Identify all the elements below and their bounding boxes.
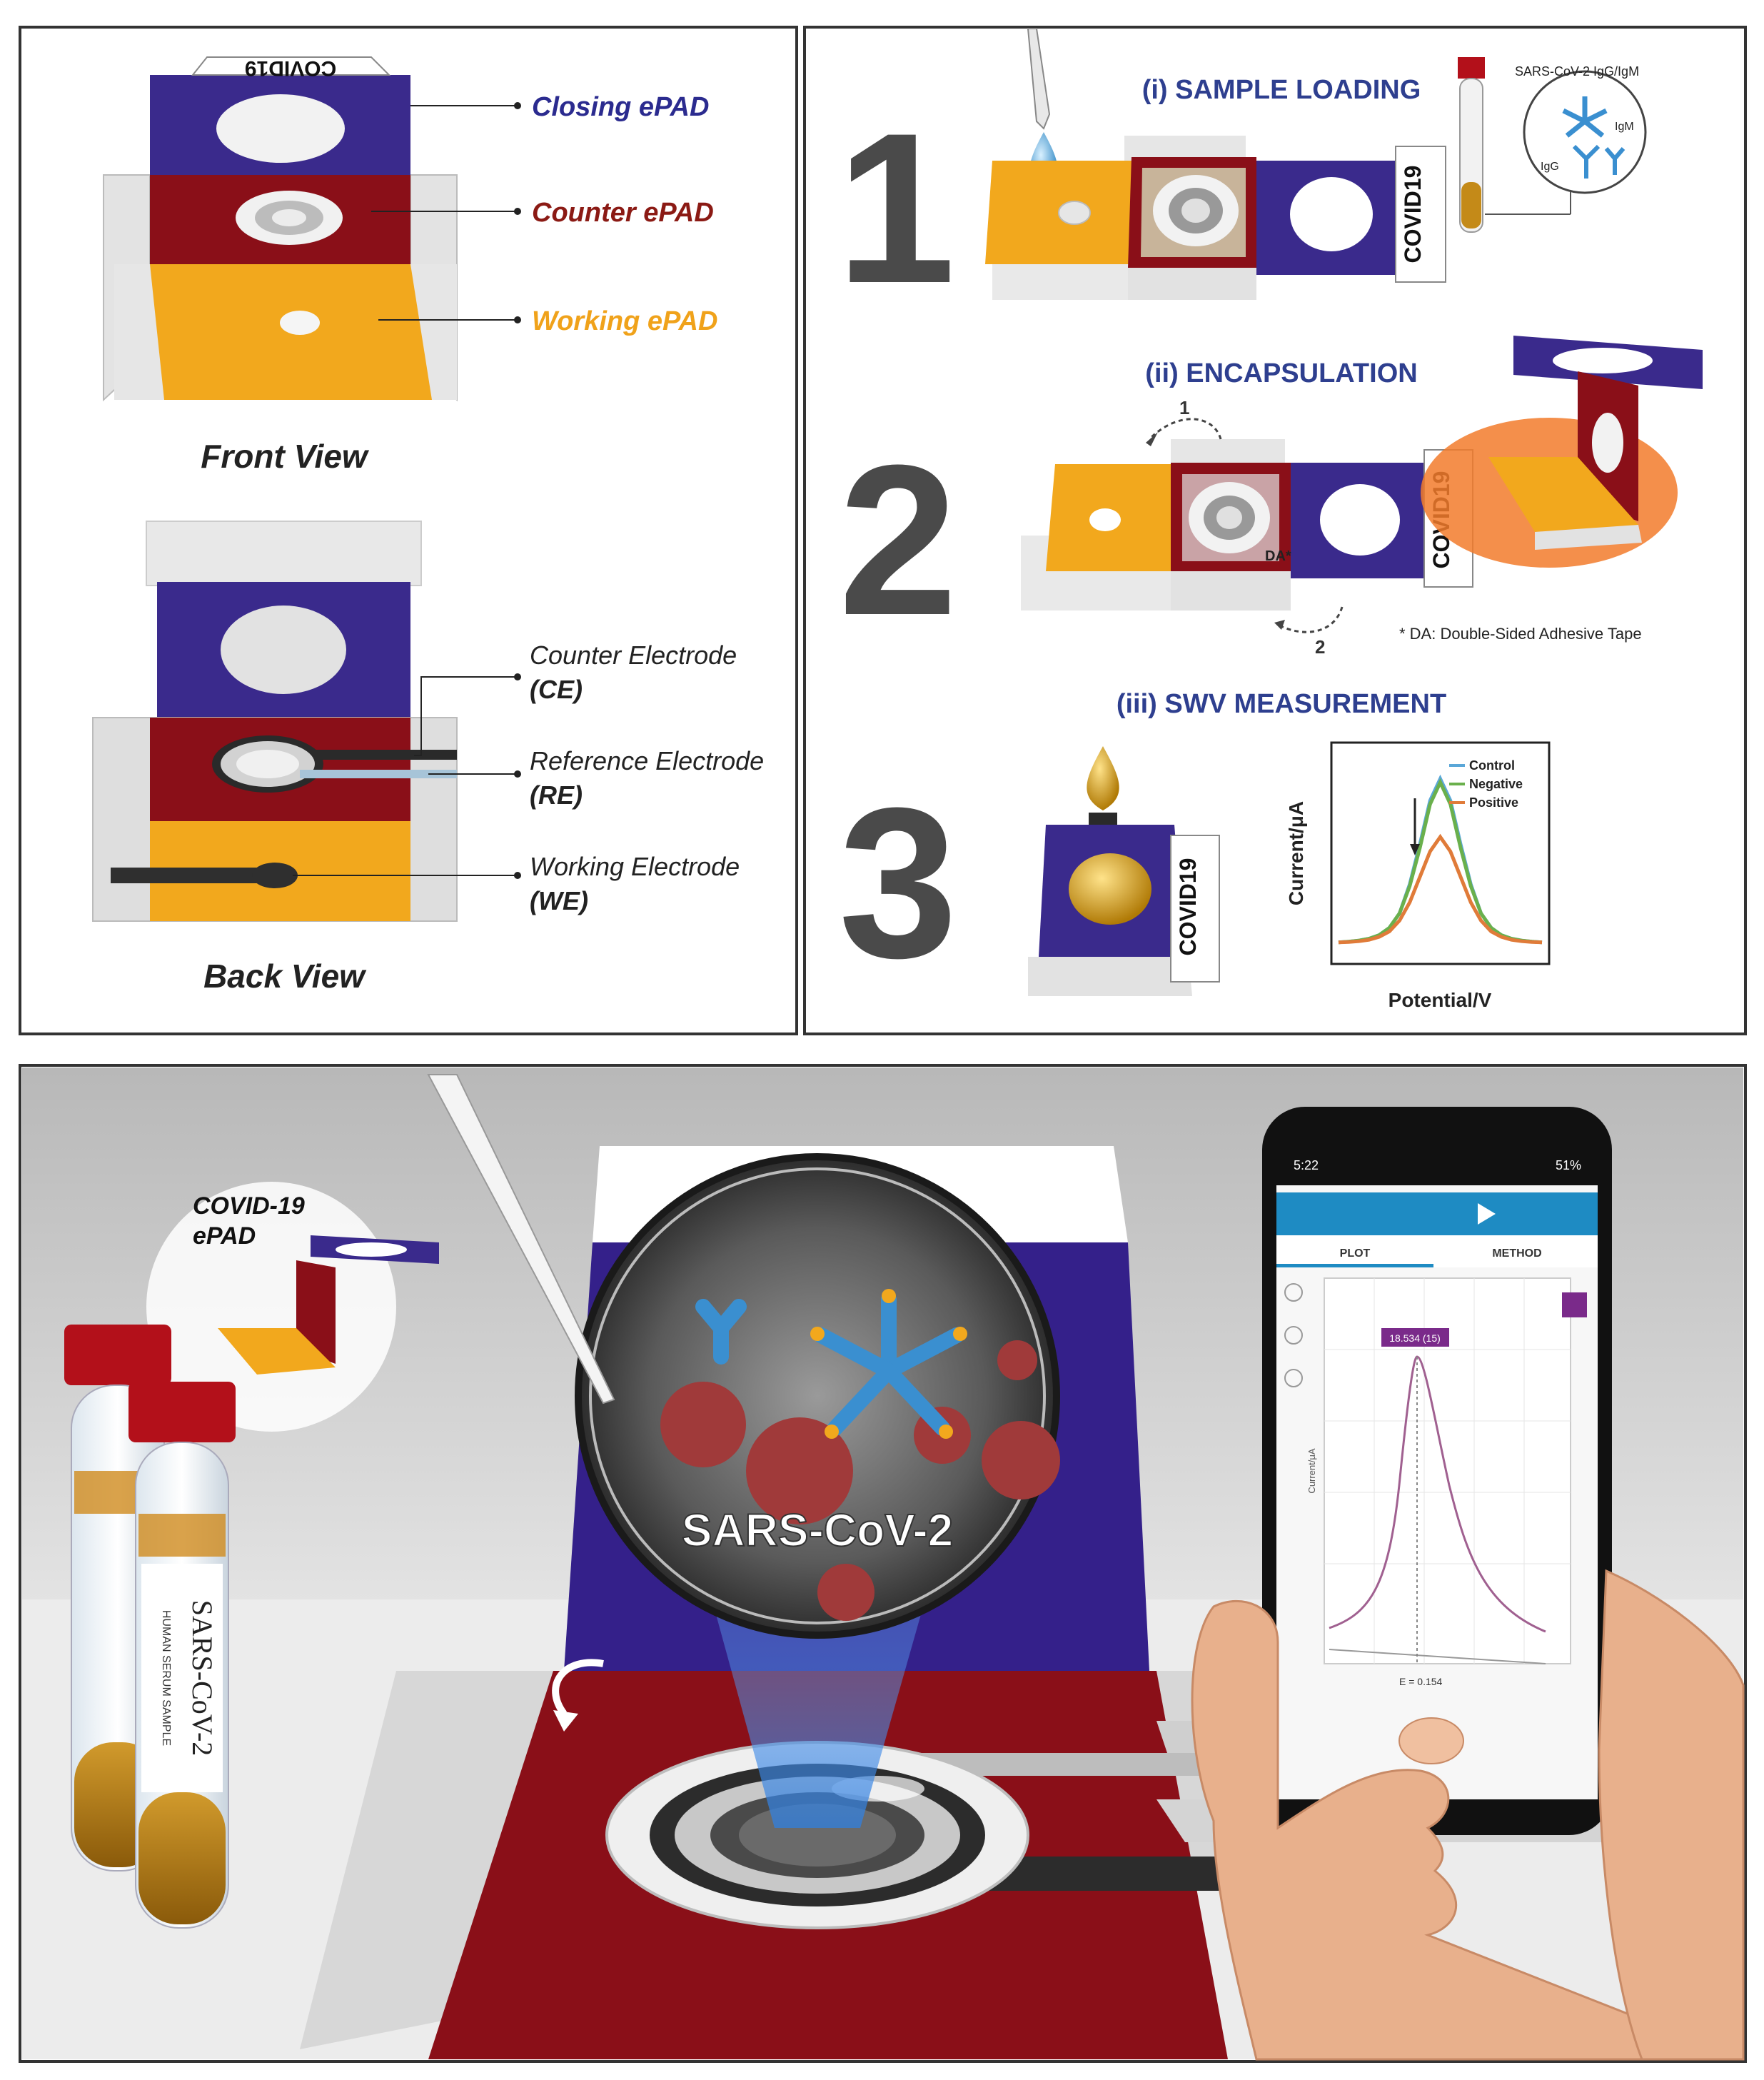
counter-epad-label: Counter ePAD [532, 198, 714, 228]
legend-label-control: Control [1469, 758, 1515, 773]
virus-label: SARS-CoV-2 [682, 1504, 954, 1556]
swv-ylabel: Current/μA [1285, 801, 1307, 905]
back-view-title: Back View [203, 958, 367, 995]
re-label: Reference Electrode [530, 746, 764, 775]
ce-label: Counter Electrode [530, 640, 737, 670]
step1-sample-tube [1458, 57, 1647, 233]
fold-arrow-2-icon [1277, 606, 1344, 633]
step2-epad: COVID19 [1021, 336, 1703, 633]
ce-abbr: (CE) [530, 675, 583, 704]
legend-label-positive: Positive [1469, 795, 1518, 810]
gold-drop-icon [1087, 746, 1119, 810]
we-abbr: (WE) [530, 886, 588, 915]
front-pad-text: COVID19 [245, 56, 336, 80]
series-line-positive [1338, 833, 1543, 945]
swv-xlabel: Potential/V [1388, 989, 1492, 1011]
phone-toolbar [1276, 1192, 1598, 1235]
tab-plot: PLOT [1340, 1247, 1371, 1260]
phone-y-axis-label: Current/μA [1306, 1448, 1317, 1493]
tab-plot-indicator [1276, 1264, 1433, 1267]
step1-epad: COVID19 [985, 28, 1446, 300]
da-label: DA* [1265, 548, 1291, 564]
panel-steps [803, 26, 1747, 1035]
step3-pad-text: COVID19 [1175, 858, 1201, 956]
igm-antibody-icon [1562, 96, 1608, 138]
cursor-readout-badge [1381, 1328, 1449, 1347]
step3-epad: COVID19 [1028, 746, 1220, 996]
tube-sublabel: HUMAN SERUM SAMPLE [160, 1610, 172, 1746]
phone-tab-bar [1276, 1235, 1598, 1267]
hand [1191, 1599, 1744, 2061]
fold-arrow-1-icon [1148, 418, 1222, 441]
phone-status-right: 51% [1556, 1158, 1581, 1172]
front-view-title: Front View [201, 438, 370, 475]
phone-x-readout: E = 0.154 [1399, 1676, 1443, 1687]
panel-views [19, 26, 798, 1035]
swv-plot-frame [1330, 741, 1551, 965]
we-label: Working Electrode [530, 852, 740, 881]
back-view-epad [92, 521, 521, 922]
step1-inset-title: SARS-CoV-2 IgG/IgM [1515, 64, 1639, 79]
tube-label: SARS-CoV-2 [186, 1600, 218, 1757]
step1-pad-text: COVID19 [1400, 166, 1426, 263]
front-view-epad: COVID19 [103, 56, 521, 402]
fold-arrow-1-label: 1 [1179, 397, 1189, 418]
step2-title: (ii) ENCAPSULATION [1145, 358, 1417, 388]
closing-epad-label: Closing ePAD [532, 92, 709, 122]
step2-number: 2 [839, 420, 958, 660]
igm-label: IgM [1615, 121, 1634, 133]
epad-inset-line2: ePAD [193, 1222, 256, 1250]
pipette-icon [427, 1074, 615, 1405]
step1-title: (i) SAMPLE LOADING [1142, 75, 1421, 105]
re-abbr: (RE) [530, 780, 583, 810]
cursor-readout: 18.534 (15) [1389, 1332, 1441, 1344]
epad-inset-line1: COVID-19 [193, 1192, 305, 1220]
igg-antibody-icon [1572, 144, 1626, 179]
play-icon [1478, 1203, 1496, 1225]
rotate-arrow-icon [552, 1659, 604, 1716]
da-footnote: * DA: Double-Sided Adhesive Tape [1399, 625, 1642, 643]
step3-number: 3 [839, 763, 958, 1003]
legend-label-negative: Negative [1469, 777, 1523, 791]
step1-number: 1 [837, 88, 956, 328]
phone-status-bar [1276, 1142, 1598, 1185]
step3-title: (iii) SWV MEASUREMENT [1117, 689, 1446, 719]
phone-status-time: 5:22 [1294, 1158, 1319, 1172]
antibody-icon [695, 1292, 964, 1436]
color-swatch [1562, 1292, 1587, 1317]
panel-device [19, 1064, 1747, 2063]
igg-label: IgG [1541, 161, 1559, 173]
tab-method: METHOD [1492, 1247, 1541, 1260]
working-epad-label: Working ePAD [532, 306, 717, 336]
magnified-view [575, 1153, 1060, 1639]
antibody-tips [810, 1289, 967, 1439]
smartphone [1191, 1107, 1745, 2061]
fold-arrow-2-label: 2 [1315, 636, 1325, 658]
